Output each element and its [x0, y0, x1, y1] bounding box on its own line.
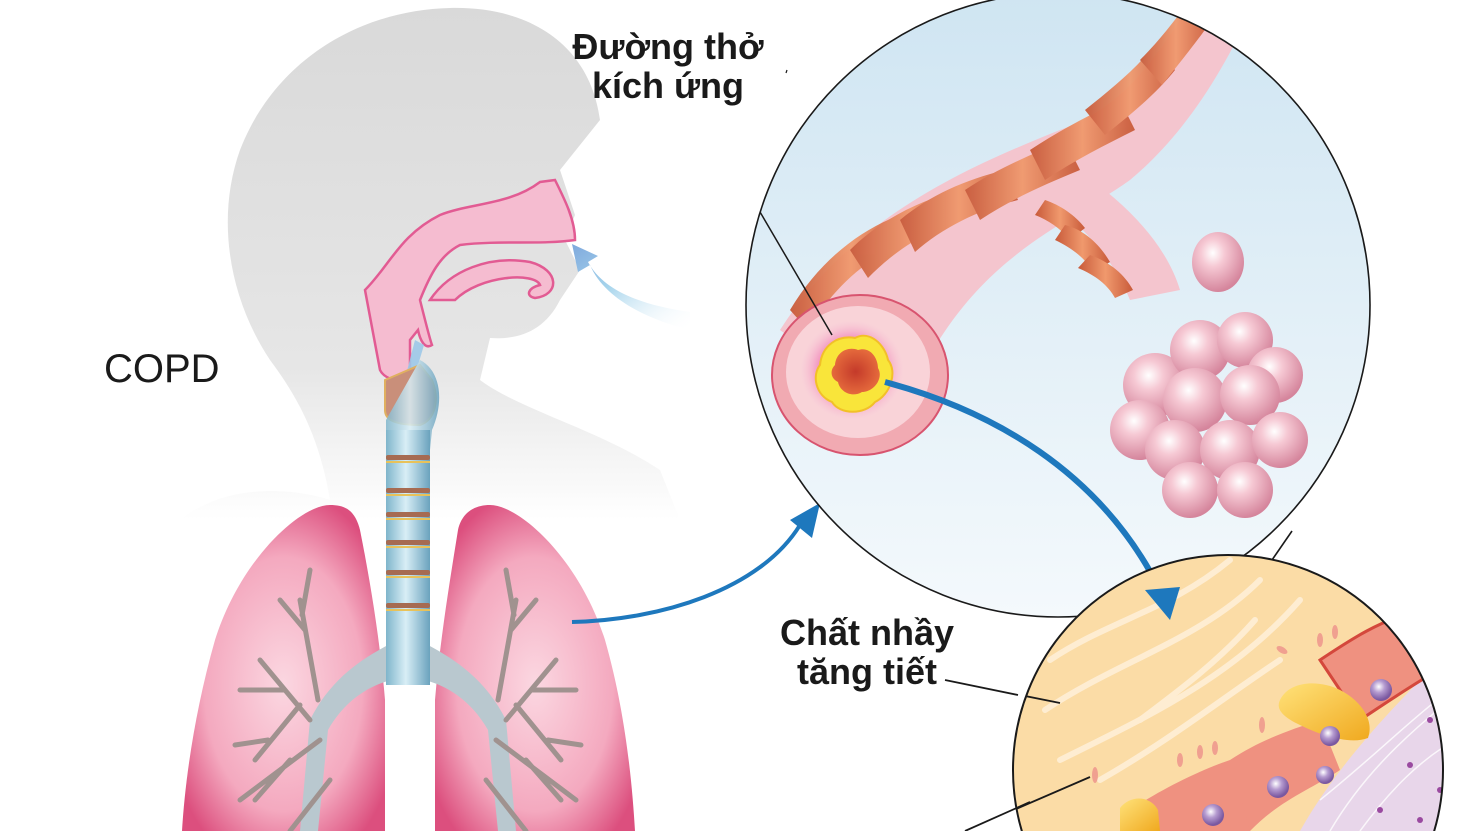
left-lung — [182, 505, 385, 831]
copd-label-text: COPD — [104, 347, 220, 391]
pointer-arrow-to-bronchiole — [571, 503, 820, 624]
bronchiole-zoom-circle — [745, 0, 1371, 618]
irritated-airway-label: Đường thở kích ứng — [548, 26, 788, 106]
irritated-airway-line2: kích ứng — [591, 64, 745, 106]
bronchi — [232, 567, 584, 834]
irritated-airway-leader-line — [746, 134, 833, 336]
goblet-cells — [1120, 683, 1370, 831]
tick-mark — [785, 69, 788, 74]
mucus-line2: tăng tiết — [797, 650, 937, 692]
mucus-leader-line — [944, 679, 1019, 696]
nasal-passage — [363, 178, 577, 382]
alveoli-cluster — [1110, 232, 1308, 518]
right-lung — [435, 505, 635, 831]
mucus-zoom-circle — [1012, 530, 1444, 836]
mucus-label: Chất nhầy tăng tiết — [752, 612, 982, 692]
irritated-airway-line1: Đường thở — [572, 26, 764, 67]
cilia-leader-line — [964, 801, 1031, 832]
larynx — [384, 360, 440, 450]
cell-nuclei — [1202, 593, 1405, 826]
bronchiole-cross-section — [771, 294, 949, 456]
trachea-rings — [386, 455, 430, 608]
copd-label: COPD — [104, 347, 220, 391]
mucus-line1: Chất nhầy — [779, 612, 955, 653]
trachea — [386, 430, 430, 650]
